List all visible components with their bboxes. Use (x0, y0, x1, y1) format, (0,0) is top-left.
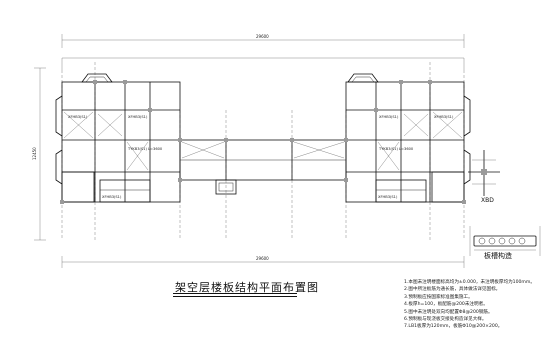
note-line: 5.图中未注明处双向均配置Φ8@200钢筋。 (404, 309, 493, 315)
left-dim-text: 12450 (32, 147, 37, 160)
left-wing (55, 73, 181, 203)
slab-tag-right-beam: TYKB3(S1) L=3600 (378, 147, 414, 151)
xbd-label: XBD (481, 197, 494, 204)
slab-tag-right-upper: XFHB3(S1) (434, 115, 454, 119)
slab-tag-left-lower: XFHB3(S1) (102, 195, 122, 199)
slab-tag-left-beam: TYKB3(S1) L=3600 (127, 147, 163, 151)
design-notes: 1.本图未注明楼面标高均为±0.000，未注明板厚均为100mm。 2.图中所注… (404, 279, 556, 331)
columns (60, 80, 466, 204)
slab-tags: XFHB3(S1) XFHB3(S1) XFHB3(S1) XFHB3(S1) … (68, 115, 454, 199)
slab-tag-right-lower: XFHB3(S1) (378, 195, 398, 199)
slab-tag-left-upper: XFHB3(S1) (68, 115, 88, 119)
bottom-dimension: 29600 (61, 256, 465, 268)
bancao-detail (469, 226, 541, 256)
title-underline (173, 293, 297, 294)
bancao-label: 板槽构造 (484, 252, 512, 260)
left-dimension: 12450 (32, 67, 46, 241)
note-line: 1.本图未注明楼面标高均为±0.000，未注明板厚均为100mm。 (404, 280, 535, 285)
note-line: 6.预制板与现浇板交接处构造详见大样。 (404, 316, 487, 322)
center-block (179, 139, 347, 195)
slab-tag-left-mid-upper: XFHB3(S1) (128, 115, 148, 119)
top-dim-text: 29600 (256, 34, 269, 39)
title-underline-thin (173, 296, 297, 297)
bottom-dim-text: 29600 (256, 256, 269, 261)
slab-tag-right-mid-upper: XFHB3(S1) (379, 115, 399, 119)
note-line: 2.图中所注板筋为通长筋，具体做法详见国标。 (404, 287, 501, 293)
note-line: 7.LB1板厚为120mm，板筋Φ10@200×200。 (404, 324, 503, 330)
drawing-title: 架空层楼板结构平面布置图 (175, 281, 319, 294)
note-line: 4.板厚h=100，板配筋@200未注明者。 (404, 302, 488, 308)
top-dimension: 29600 (61, 34, 465, 70)
right-wing (345, 73, 471, 203)
grid-lines (61, 62, 465, 240)
xbd-detail (468, 150, 500, 196)
note-line: 3.预制板应按国家标准图集施工。 (404, 294, 473, 300)
